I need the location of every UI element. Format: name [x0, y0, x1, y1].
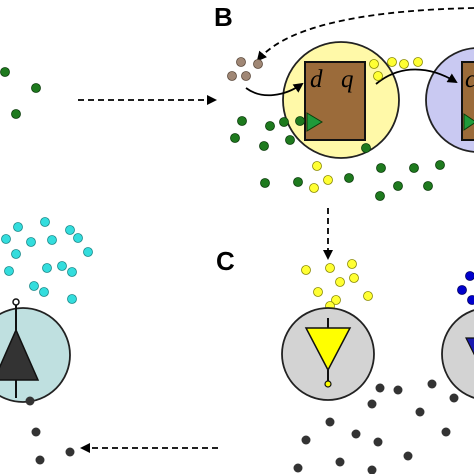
buffer-bubble — [324, 380, 332, 388]
blue-buffer-cell — [441, 309, 474, 399]
brown-molecule-cluster — [227, 57, 263, 81]
yellow-buffer-gate-icon — [304, 327, 352, 372]
panel-c: C — [216, 246, 474, 474]
dashed-feedback-arrow-icon — [256, 7, 474, 62]
black-molecule-cluster-a — [31, 427, 75, 465]
flip-flop-output-label: q — [341, 66, 354, 93]
input-arrow-icon — [245, 82, 304, 97]
yellow-molecule-cluster-b — [309, 57, 423, 193]
output-arrow-icon — [375, 68, 458, 85]
clock-input-icon — [306, 112, 323, 132]
yellow-molecule-cluster-c — [301, 259, 373, 311]
gate-bubble — [12, 298, 20, 306]
next-flip-flop-label: c — [465, 66, 474, 93]
panel-b: B c d q — [214, 2, 474, 201]
green-molecule-cluster-a — [0, 67, 41, 119]
next-clock-input-icon — [463, 113, 474, 131]
blue-buffer-gate-icon — [465, 337, 474, 356]
panel-letter-b: B — [214, 2, 233, 32]
blue-molecule-cluster — [457, 271, 474, 305]
panel-a — [0, 67, 93, 465]
flip-flop-icon — [304, 61, 366, 141]
flip-flop-input-label: d — [310, 66, 323, 93]
black-molecule — [25, 396, 35, 406]
cyan-molecule-cluster — [1, 217, 93, 304]
panel-letter-c: C — [216, 246, 235, 276]
black-molecule-cluster-c — [293, 379, 459, 474]
green-molecule-cluster-b — [230, 116, 445, 201]
